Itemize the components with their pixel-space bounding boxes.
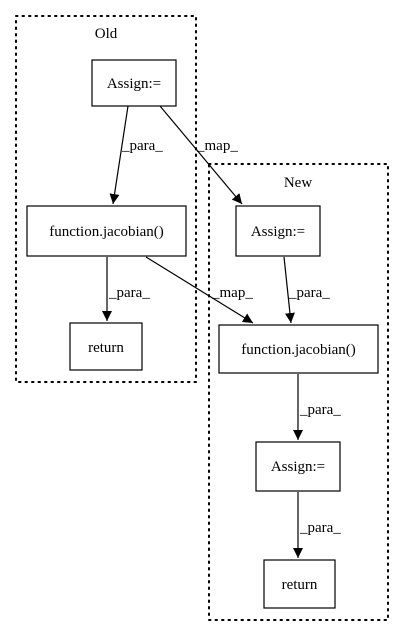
cluster-old: Old	[15, 15, 197, 383]
node-new-jacobian-label: function.jacobian()	[241, 342, 356, 358]
node-old-return-label: return	[88, 340, 124, 356]
node-old-jacobian[interactable]: function.jacobian()	[26, 205, 187, 257]
edge-old-jacobian-to-new-jacobian: _map_	[145, 256, 253, 324]
edge-label-para: _para_	[108, 285, 150, 301]
edge-label-map: _map_	[196, 138, 238, 154]
node-old-return[interactable]: return	[69, 322, 143, 371]
node-new-assign-top-label: Assign:=	[251, 224, 305, 240]
edge-new-jacobian-to-new-assign-mid: _para_	[293, 374, 341, 440]
node-old-jacobian-label: function.jacobian()	[49, 224, 164, 240]
node-new-jacobian[interactable]: function.jacobian()	[218, 324, 379, 374]
node-new-return-label: return	[282, 577, 318, 593]
cluster-new: New	[208, 163, 389, 621]
node-old-assign-label: Assign:=	[107, 76, 161, 92]
node-new-assign-top[interactable]: Assign:=	[235, 205, 321, 257]
node-old-assign[interactable]: Assign:=	[91, 59, 177, 107]
edge-old-assign-to-old-jacobian: _para_	[109, 105, 163, 205]
edge-label-map: _map_	[211, 285, 253, 301]
edge-label-para: _para_	[299, 402, 341, 418]
edge-new-assign-top-to-new-jacobian: _para_	[283, 256, 330, 324]
node-new-assign-mid-label: Assign:=	[271, 459, 325, 475]
cluster-old-label: Old	[95, 26, 118, 42]
node-new-assign-mid[interactable]: Assign:=	[255, 441, 341, 492]
edge-old-assign-to-new-assign-top: _map_	[159, 105, 243, 205]
edge-label-para: _para_	[121, 138, 163, 154]
cluster-new-label: New	[284, 175, 312, 191]
edge-new-assign-mid-to-new-return: _para_	[293, 492, 341, 558]
edge-old-jacobian-to-old-return: _para_	[102, 257, 150, 321]
edge-label-para: _para_	[299, 520, 341, 536]
edge-label-para: _para_	[288, 285, 330, 301]
node-new-return[interactable]: return	[263, 559, 336, 609]
